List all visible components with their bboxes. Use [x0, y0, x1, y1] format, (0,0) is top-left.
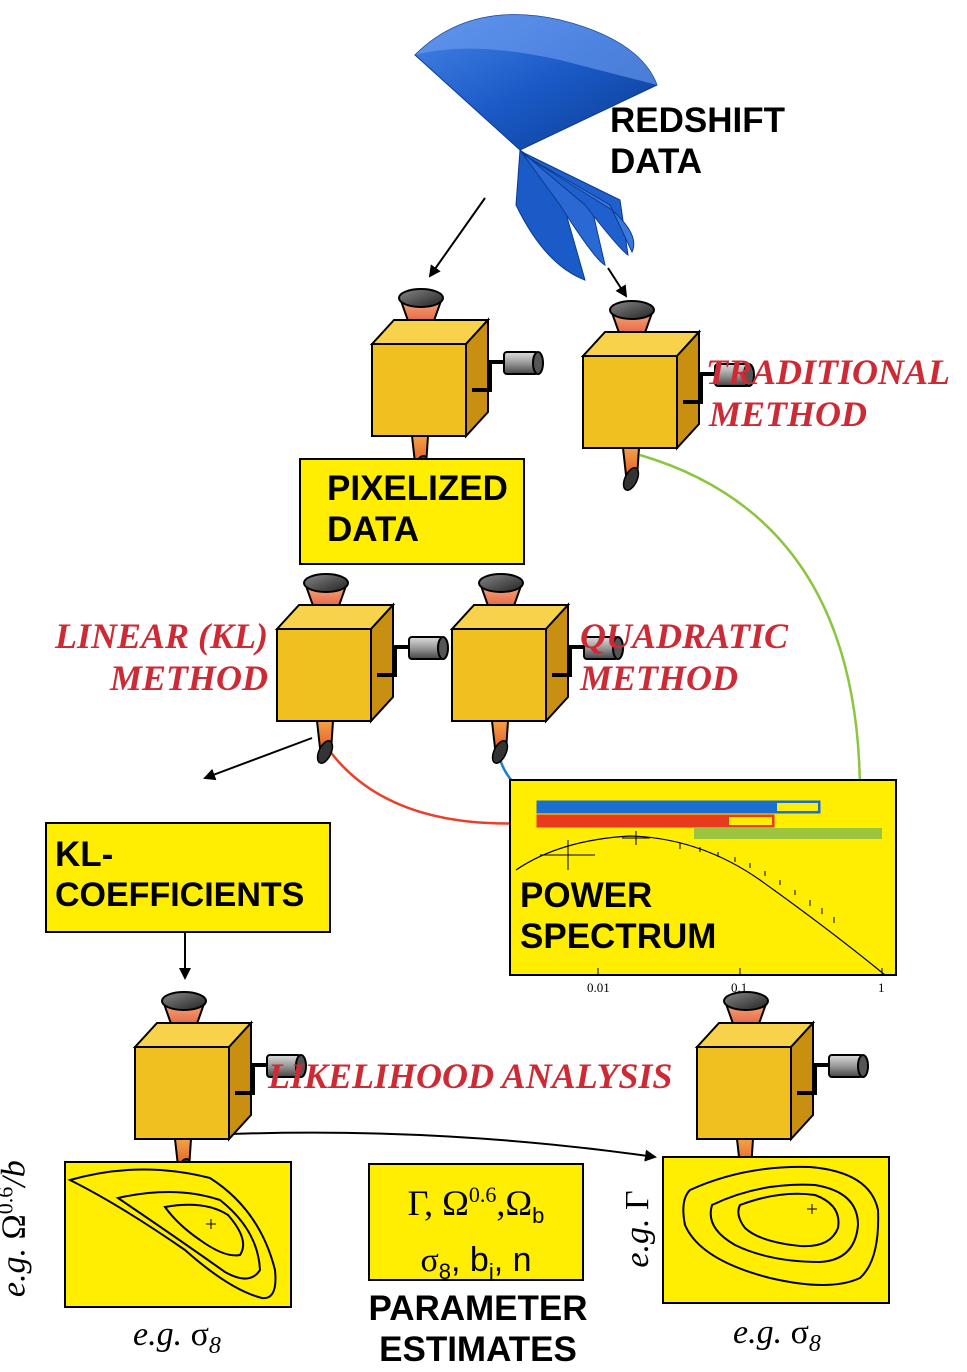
- tick-label-1: 1: [878, 980, 885, 995]
- param-sigma-sub: 8: [438, 1258, 452, 1284]
- arrow-cone-to-traditional-machine: [607, 267, 628, 298]
- param-b: b: [469, 1241, 489, 1280]
- pixelization-machine-icon: [370, 287, 545, 483]
- parameters-box: Γ, Ω0.6,Ωb σ8, bi, n: [368, 1163, 584, 1284]
- linear-method-line-2: METHOD: [109, 658, 268, 698]
- quadratic-method-range-bar: [536, 800, 821, 814]
- arrow-cone-to-pixel-machine: [428, 197, 486, 278]
- param-omega: Ω: [442, 1183, 469, 1223]
- left-contour-y-label: e.g. Ω0.6/b: [0, 1124, 34, 1334]
- right-x-sub: 8: [808, 1330, 821, 1357]
- parameters-row-2: σ8, bi, n: [420, 1241, 532, 1284]
- power-spectrum-plot: [509, 779, 897, 976]
- redshift-data-label: REDSHIFT DATA: [610, 100, 785, 182]
- parameter-estimates-line-2: ESTIMATES: [379, 1330, 577, 1369]
- left-x-eg: e.g.: [133, 1316, 183, 1353]
- right-x-sigma: σ: [790, 1314, 809, 1351]
- power-spectrum-label: POWER SPECTRUM: [520, 875, 716, 957]
- left-y-omega: Ω: [0, 1214, 33, 1239]
- traditional-method-line-1: TRADITIONAL: [706, 352, 951, 392]
- left-x-sigma: σ: [190, 1316, 209, 1353]
- quadratic-method-line-2: METHOD: [580, 658, 739, 698]
- right-contour-x-label: e.g. σ8: [733, 1314, 821, 1358]
- traditional-method-label: TRADITIONAL METHOD: [706, 351, 950, 435]
- pixelized-data-line-2: DATA: [327, 510, 420, 549]
- right-contour-y-label: e.g. Γ: [619, 1174, 657, 1284]
- redshift-data-line-2: DATA: [610, 142, 703, 181]
- linear-kl-machine-icon: [275, 572, 450, 768]
- redshift-cone-icon: [414, 14, 658, 281]
- traditional-method-range-bar: [694, 828, 882, 839]
- param-gamma: Γ: [407, 1183, 425, 1223]
- spectrum-error-bars: [540, 831, 835, 923]
- quadratic-method-line-1: QUADRATIC: [580, 616, 789, 656]
- redshift-data-line-1: REDSHIFT: [610, 101, 785, 140]
- likelihood-machine-right-icon: [695, 990, 870, 1186]
- power-spectrum-line-1: POWER: [520, 876, 653, 915]
- linear-method-range-bar: [536, 814, 775, 828]
- tick-label-0-1: 0.1: [731, 980, 748, 995]
- left-y-rest: /b: [0, 1160, 33, 1187]
- parameter-estimates-line-1: PARAMETER: [368, 1289, 588, 1328]
- linear-method-line-1: LINEAR (KL): [54, 616, 268, 656]
- left-contour-plot: [64, 1161, 292, 1308]
- kl-coefficients-line-1: KL-: [55, 835, 114, 874]
- kl-coefficients-box: KL- COEFFICIENTS: [45, 822, 331, 933]
- right-y-gamma: Γ: [619, 1190, 656, 1211]
- linear-kl-method-label: LINEAR (KL) METHOD: [40, 615, 268, 699]
- parameters-row-1: Γ, Ω0.6,Ωb: [407, 1182, 545, 1229]
- traditional-method-line-2: METHOD: [709, 394, 868, 434]
- arrow-likelihood-to-right-contour: [204, 1131, 657, 1162]
- left-x-sub: 8: [208, 1332, 221, 1359]
- tick-label-0-01: 0.01: [587, 980, 610, 995]
- left-y-exp: 0.6: [0, 1186, 18, 1215]
- param-b-sub: i: [488, 1258, 494, 1284]
- quadratic-method-label: QUADRATIC METHOD: [580, 615, 788, 699]
- power-spectrum-line-2: SPECTRUM: [520, 917, 717, 956]
- right-contour-plot: [662, 1156, 890, 1304]
- left-contour-x-label: e.g. σ8: [133, 1316, 221, 1360]
- arrow-traditional-to-power-spectrum: [639, 453, 867, 797]
- param-omega-b-sub: b: [532, 1203, 545, 1229]
- arrow-linear-to-power-spectrum: [320, 739, 530, 831]
- parameter-estimates-label: PARAMETER ESTIMATES: [355, 1288, 601, 1370]
- pixelized-data-line-1: PIXELIZED: [327, 469, 508, 508]
- arrow-kl-machine-to-coefficients: [203, 737, 313, 781]
- left-y-eg: e.g.: [0, 1247, 33, 1298]
- param-sigma: σ: [420, 1242, 439, 1280]
- likelihood-analysis-label: LIKELIHOOD ANALYSIS: [268, 1056, 673, 1096]
- param-omega-exp: 0.6: [468, 1182, 497, 1207]
- kl-coefficients-line-2: COEFFICIENTS: [55, 876, 305, 914]
- param-omega-b: Ω: [505, 1183, 533, 1223]
- right-x-eg: e.g.: [733, 1314, 783, 1351]
- pixelized-data-box: PIXELIZED DATA: [299, 458, 525, 565]
- param-n: n: [512, 1241, 532, 1280]
- right-y-eg: e.g.: [619, 1218, 656, 1268]
